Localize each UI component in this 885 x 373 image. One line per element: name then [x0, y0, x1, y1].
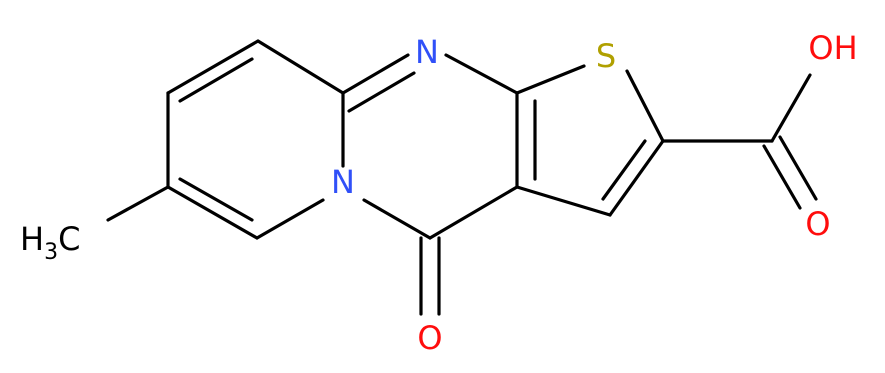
- bond-c-acid-c-h-inner: [601, 139, 647, 201]
- bond-c-bridge-n-top: [341, 53, 410, 95]
- bond-c7-methyl: [106, 185, 170, 222]
- bond-c-bridge-n-top-inner: [347, 71, 416, 113]
- bond-c6-c7-inner: [178, 57, 254, 103]
- methyl-h-label: H: [20, 220, 44, 258]
- atom-labels: N N S OH O O H3C: [20, 29, 858, 357]
- methyl-c-label: C: [58, 220, 80, 258]
- bond-c8-c9-inner: [178, 177, 254, 222]
- bond-c-bridge-c6: [256, 39, 345, 95]
- bond-s-c-acid: [625, 69, 665, 143]
- bond-lines: [106, 39, 818, 316]
- bond-c-ketone-n-ring: [362, 198, 432, 240]
- bond-c-fused-c-ketone: [428, 185, 519, 240]
- acid-carbonyl-oxygen-label: O: [805, 205, 830, 243]
- sulfur-label: S: [596, 37, 616, 75]
- bond-c-acid-c-h: [608, 139, 665, 217]
- bond-c6-c7: [166, 39, 260, 95]
- bond-c-sa-s: [515, 64, 586, 95]
- methyl-group-label: H3C: [20, 220, 80, 265]
- methyl-subscript-label: 3: [44, 240, 58, 265]
- nitrogen-ring-label: N: [331, 163, 355, 201]
- bond-c8-c9: [166, 185, 259, 240]
- bond-carboxyl-o-2: [778, 135, 818, 201]
- nitrogen-top-label: N: [415, 33, 439, 71]
- hydroxyl-oxygen-label: OH: [808, 29, 857, 67]
- bond-c-h-c-fused: [515, 185, 612, 217]
- bond-carboxyl-oh: [770, 73, 812, 143]
- bond-n-top-c-sa: [444, 53, 519, 95]
- bond-c9-n-ring: [255, 198, 325, 240]
- ketone-oxygen-label: O: [417, 319, 442, 357]
- bond-carboxyl-o-1: [762, 144, 802, 210]
